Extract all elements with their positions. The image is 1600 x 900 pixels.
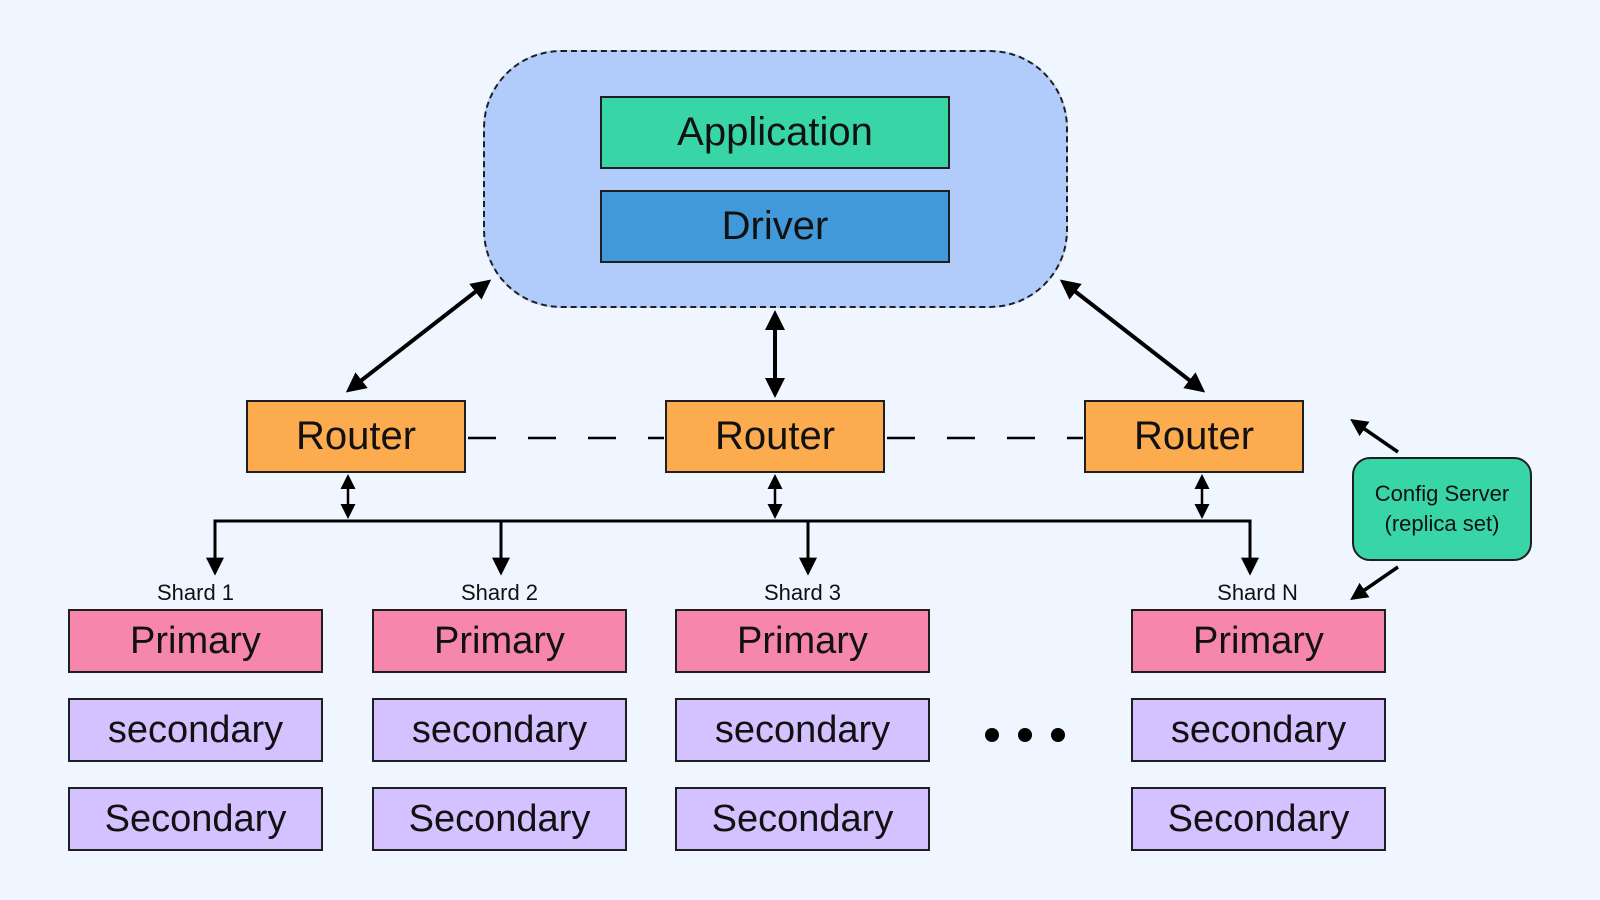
shard-3-label: Shard 3 bbox=[763, 580, 842, 605]
router-2-label: Router bbox=[714, 414, 836, 458]
config-to-shard-n-arrow bbox=[1350, 565, 1399, 600]
router-2: Router bbox=[665, 400, 885, 473]
shard-n-primary-label: Primary bbox=[1193, 619, 1324, 662]
shard-n-primary: Primary bbox=[1131, 609, 1386, 673]
application-box: Application bbox=[600, 96, 950, 169]
router-3-label: Router bbox=[1133, 414, 1255, 458]
shard-n-secondary-1-label: secondary bbox=[1170, 708, 1347, 751]
shard-2-label: Shard 2 bbox=[460, 580, 539, 605]
shard-1-secondary-1: secondary bbox=[68, 698, 323, 762]
more-shards-ellipsis bbox=[985, 720, 1065, 750]
shard-n-label: Shard N bbox=[1217, 580, 1298, 605]
shard-2-primary-label: Primary bbox=[434, 619, 565, 662]
application-group bbox=[483, 50, 1068, 308]
shard-1-primary-label: Primary bbox=[130, 619, 261, 662]
shard-n-secondary-2: Secondary bbox=[1131, 787, 1386, 851]
config-server-subtitle: (replica set) bbox=[1384, 511, 1500, 536]
ellipsis-dot bbox=[1051, 728, 1065, 742]
shard-2-primary: Primary bbox=[372, 609, 627, 673]
app-router-1-arrow bbox=[345, 279, 492, 393]
app-router-3-arrow bbox=[1059, 279, 1206, 393]
shard-3-secondary-1: secondary bbox=[675, 698, 930, 762]
ellipsis-dot bbox=[985, 728, 999, 742]
ellipsis-dot bbox=[1018, 728, 1032, 742]
config-server-title: Config Server bbox=[1374, 481, 1510, 506]
shard-1-primary: Primary bbox=[68, 609, 323, 673]
shard-1-secondary-1-label: secondary bbox=[107, 708, 284, 751]
shard-3-secondary-1-label: secondary bbox=[714, 708, 891, 751]
config-server-box: Config Server (replica set) bbox=[1352, 457, 1532, 561]
shard-2-secondary-1: secondary bbox=[372, 698, 627, 762]
config-to-router-arrow bbox=[1350, 419, 1399, 454]
shard-1-label: Shard 1 bbox=[156, 580, 235, 605]
router-1: Router bbox=[246, 400, 466, 473]
shard-3-primary-label: Primary bbox=[737, 619, 868, 662]
shard-3-secondary-2: Secondary bbox=[675, 787, 930, 851]
shard-2-secondary-2-label: Secondary bbox=[408, 797, 591, 840]
shard-1-secondary-2-label: Secondary bbox=[104, 797, 287, 840]
router-1-label: Router bbox=[295, 414, 417, 458]
application-label: Application bbox=[677, 110, 873, 154]
shard-n-secondary-2-label: Secondary bbox=[1167, 797, 1350, 840]
driver-box: Driver bbox=[600, 190, 950, 263]
shard-1-secondary-2: Secondary bbox=[68, 787, 323, 851]
shard-2-secondary-2: Secondary bbox=[372, 787, 627, 851]
shard-n-secondary-1: secondary bbox=[1131, 698, 1386, 762]
shard-2-secondary-1-label: secondary bbox=[411, 708, 588, 751]
router-3: Router bbox=[1084, 400, 1304, 473]
shard-3-secondary-2-label: Secondary bbox=[711, 797, 894, 840]
driver-label: Driver bbox=[721, 204, 829, 248]
shard-bus-line bbox=[213, 519, 1252, 573]
shard-3-primary: Primary bbox=[675, 609, 930, 673]
